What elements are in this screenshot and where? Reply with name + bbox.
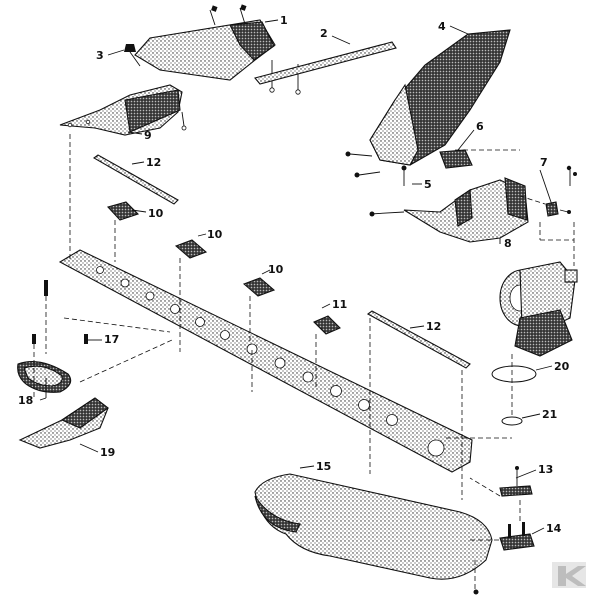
callout-19: 19 (100, 446, 115, 459)
part-20-gasket: 20 (491, 360, 570, 383)
part-11-skid: 11 (313, 298, 347, 335)
cutter-bar (58, 249, 473, 473)
part-12-wear-strip-lower: 12 (366, 310, 471, 369)
kramp-k-logo-icon (552, 562, 586, 588)
part-17-bolts: 17 (32, 286, 119, 346)
callout-15: 15 (316, 460, 331, 473)
callout-11: 11 (332, 298, 347, 311)
callout-1: 1 (280, 14, 288, 27)
part-18-disc-cover: 18 (17, 361, 72, 407)
part-7-clip: 7 (539, 156, 577, 217)
callout-2: 2 (320, 27, 328, 40)
callout-8: 8 (504, 237, 512, 250)
part-19-skid-shoe: 19 (18, 397, 115, 459)
callout-12-lower: 12 (426, 320, 441, 333)
part-10-skid-left: 10 (106, 201, 164, 221)
part-8-support-bracket: 8 (369, 177, 529, 250)
gearbox (499, 261, 578, 357)
part-9-side-plate: 9 (59, 84, 187, 142)
callout-10-middle: 10 (207, 228, 223, 241)
part-4-large-guard: 4 (369, 20, 511, 166)
part-12-wear-strip-upper: 12 (93, 154, 179, 205)
callout-17: 17 (104, 333, 119, 346)
callout-10-right: 10 (268, 263, 284, 276)
callout-6: 6 (476, 120, 484, 133)
part-10-skid-middle: 10 (174, 228, 223, 259)
callout-14: 14 (546, 522, 562, 535)
part-5-bolts: 5 (345, 151, 432, 191)
callout-9: 9 (144, 129, 152, 142)
cutter-bar-holes (96, 266, 445, 457)
callout-4: 4 (438, 20, 446, 33)
part-21-washer: 21 (501, 408, 557, 426)
callout-20: 20 (554, 360, 570, 373)
part-15-bottom-plate: 15 (254, 460, 493, 580)
callout-21: 21 (542, 408, 557, 421)
part-3-bolt: 3 (96, 44, 141, 67)
callout-5: 5 (424, 178, 432, 191)
callout-18: 18 (18, 394, 33, 407)
callout-10-left: 10 (148, 207, 164, 220)
part-13-small-bar: 13 (499, 463, 553, 497)
callout-13: 13 (538, 463, 553, 476)
assembly-guide-lines (33, 134, 575, 595)
callout-3: 3 (96, 49, 104, 62)
callout-7: 7 (540, 156, 548, 169)
callout-12-upper: 12 (146, 156, 161, 169)
part-10-skid-right: 10 (242, 263, 284, 297)
part-2-rod: 2 (254, 27, 397, 85)
part-14-clamp: 14 (499, 522, 562, 551)
part-6-small-bracket: 6 (439, 120, 484, 169)
part-1-deflector-shield: 1 (134, 4, 301, 95)
